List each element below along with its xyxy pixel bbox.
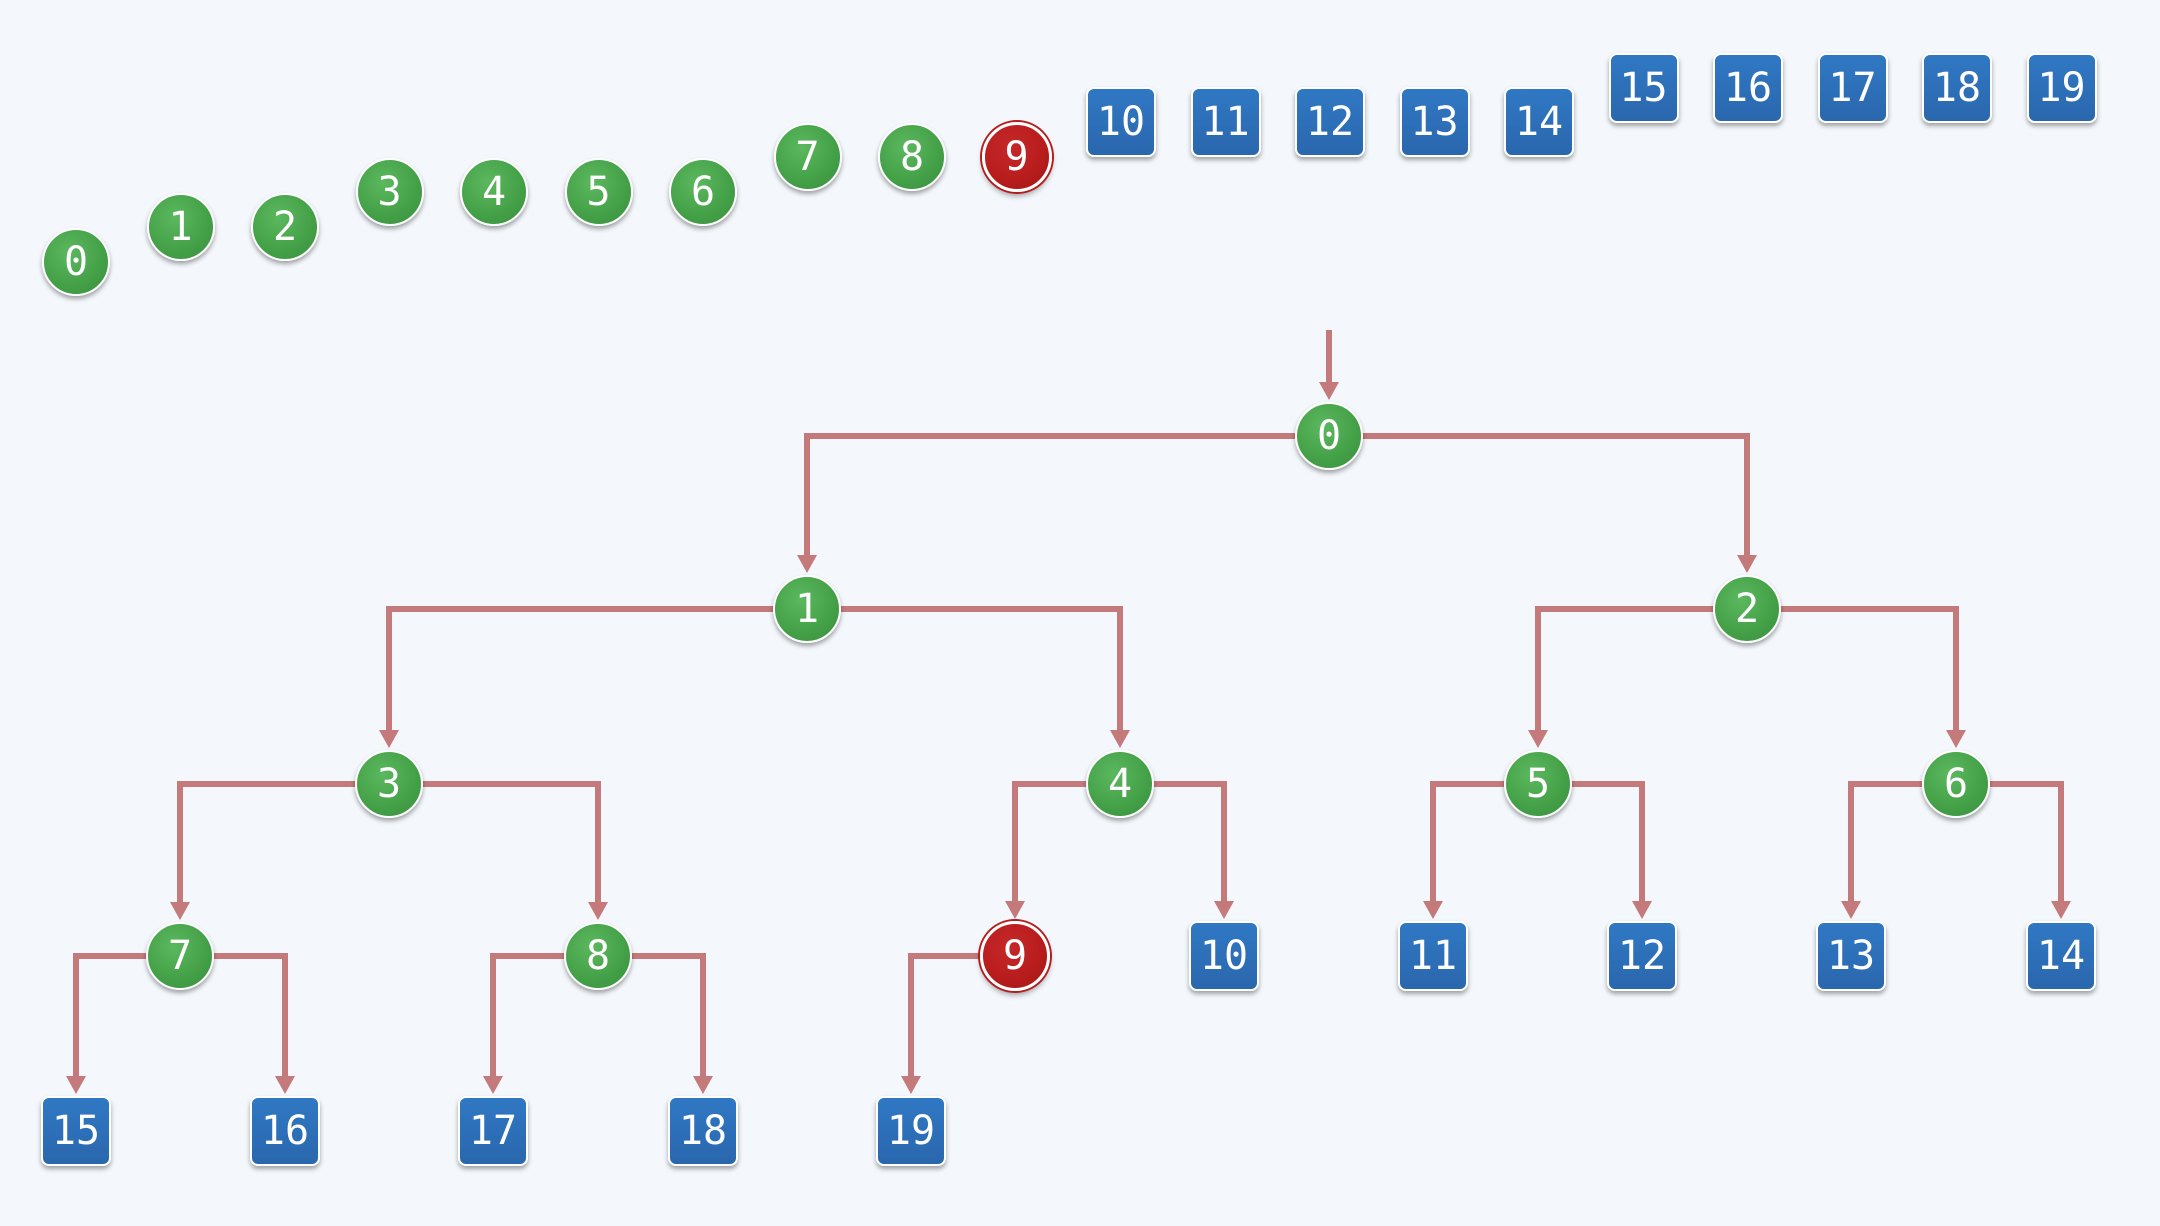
tree-node-4: 4 — [1086, 750, 1154, 818]
edge-7-16 — [180, 953, 288, 1080]
tree-node-13: 13 — [1816, 921, 1886, 991]
arrowhead-6-13 — [1841, 901, 1861, 919]
tree-node-8: 8 — [564, 922, 632, 990]
tree-node-11: 11 — [1398, 921, 1468, 991]
arrowhead-3-8 — [588, 902, 608, 920]
tree-node-17: 17 — [458, 1096, 528, 1166]
array-item-11: 11 — [1190, 87, 1261, 157]
array-item-16: 16 — [1713, 53, 1783, 123]
array-item-5: 5 — [564, 158, 633, 226]
array-item-10: 10 — [1086, 87, 1156, 157]
edge-7-15 — [73, 953, 180, 1080]
array-item-7: 7 — [773, 123, 842, 191]
array-item-12: 12 — [1295, 87, 1365, 157]
array-item-14: 14 — [1504, 87, 1574, 157]
arrowhead-4-9 — [1005, 901, 1025, 919]
edge-8-18 — [598, 953, 706, 1080]
edge-2-5 — [1535, 606, 1747, 734]
arrowhead-4-10 — [1214, 901, 1234, 919]
edge-1-4 — [807, 606, 1123, 734]
arrowhead-8-17 — [483, 1076, 503, 1094]
tree-node-12: 12 — [1607, 921, 1677, 991]
edge-8-17 — [490, 953, 598, 1080]
arrowhead-5-12 — [1632, 901, 1652, 919]
edge-0-1 — [804, 433, 1329, 559]
edge-5-11 — [1430, 781, 1538, 905]
tree-node-1: 1 — [773, 575, 841, 643]
array-item-9: 9 — [981, 122, 1052, 192]
root-entry-arrowhead — [1319, 382, 1339, 400]
edge-0-2 — [1329, 433, 1750, 559]
tree-node-18: 18 — [668, 1096, 738, 1166]
array-item-6: 6 — [669, 158, 737, 226]
tree-node-6: 6 — [1922, 750, 1990, 818]
arrowhead-0-2 — [1737, 555, 1757, 573]
tree-node-19: 19 — [876, 1096, 946, 1166]
edge-2-6 — [1747, 606, 1959, 734]
tree-node-3: 3 — [355, 750, 423, 818]
arrowhead-5-11 — [1423, 901, 1443, 919]
arrowhead-1-3 — [379, 730, 399, 748]
arrowhead-7-16 — [275, 1076, 295, 1094]
edge-3-8 — [389, 781, 601, 906]
array-item-18: 18 — [1922, 53, 1992, 123]
arrowhead-8-18 — [693, 1076, 713, 1094]
arrowhead-2-6 — [1946, 730, 1966, 748]
tree-node-7: 7 — [146, 922, 214, 990]
array-item-19: 19 — [2026, 53, 2097, 123]
array-item-3: 3 — [355, 158, 424, 226]
tree-node-2: 2 — [1713, 575, 1781, 643]
arrowhead-3-7 — [170, 902, 190, 920]
tree-node-16: 16 — [250, 1096, 320, 1166]
array-item-15: 15 — [1608, 53, 1679, 123]
array-item-1: 1 — [146, 193, 215, 261]
edge-6-14 — [1956, 781, 2064, 905]
edge-3-7 — [177, 781, 389, 906]
arrowhead-0-1 — [797, 555, 817, 573]
tree-node-5: 5 — [1504, 750, 1572, 818]
arrowhead-1-4 — [1110, 730, 1130, 748]
edge-1-3 — [386, 606, 807, 734]
edge-4-10 — [1120, 781, 1227, 905]
edge-6-13 — [1848, 781, 1956, 905]
array-item-4: 4 — [460, 158, 528, 226]
tree-node-14: 14 — [2026, 921, 2096, 991]
arrowhead-9-19 — [901, 1076, 921, 1094]
tree-node-10: 10 — [1189, 921, 1259, 991]
edge-5-12 — [1538, 781, 1645, 905]
array-item-13: 13 — [1399, 87, 1470, 157]
arrowhead-7-15 — [66, 1076, 86, 1094]
arrowhead-2-5 — [1528, 730, 1548, 748]
array-item-17: 17 — [1817, 53, 1888, 123]
edge-4-9 — [1012, 781, 1120, 905]
tree-node-15: 15 — [41, 1096, 111, 1166]
array-item-0: 0 — [42, 228, 110, 296]
arrowhead-6-14 — [2051, 901, 2071, 919]
tree-node-9: 9 — [980, 921, 1050, 991]
array-item-2: 2 — [251, 193, 319, 261]
tree-node-0: 0 — [1295, 402, 1363, 470]
array-item-8: 8 — [878, 123, 946, 191]
